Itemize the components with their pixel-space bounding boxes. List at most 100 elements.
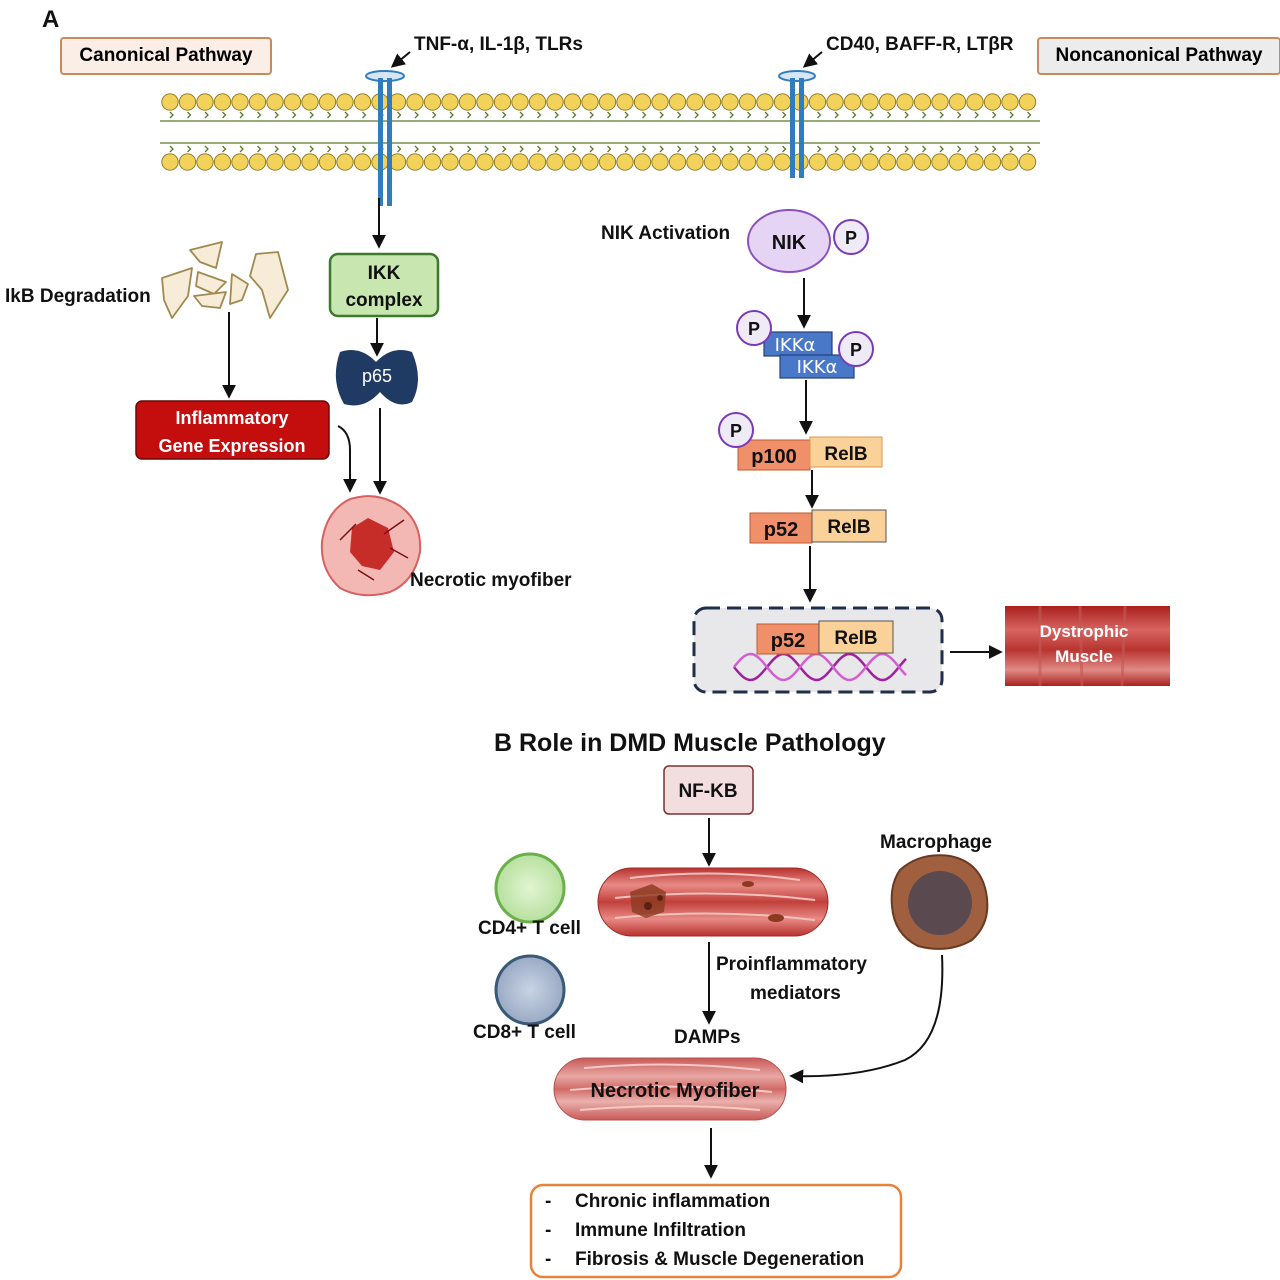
macrophage-label: Macrophage — [880, 832, 992, 853]
phosphate-circle-ikka-left — [736, 310, 772, 346]
lipid-head — [931, 153, 949, 171]
damps-label: DAMPs — [674, 1027, 741, 1048]
lipid-head — [441, 153, 459, 171]
p52-box — [749, 512, 813, 544]
lipid-head — [861, 153, 879, 171]
lipid-head — [633, 153, 652, 171]
inflammatory-line1: Inflammatory — [175, 408, 288, 428]
lipid-head — [178, 93, 197, 111]
lipid-head — [598, 153, 617, 171]
lipid-head — [353, 153, 372, 171]
lipid-head — [668, 93, 687, 111]
lipid-head — [616, 153, 634, 171]
lipid-head — [843, 93, 862, 111]
lipid-head — [318, 153, 337, 171]
lipid-head — [948, 93, 967, 111]
p65-protein-shape — [335, 349, 418, 406]
lipid-head — [231, 153, 249, 171]
lipid-head — [493, 93, 512, 111]
lipid-head — [1001, 93, 1019, 111]
noncanonical-receptor — [778, 70, 816, 178]
nfkb-box — [663, 765, 754, 815]
lipid-head — [476, 93, 494, 111]
lipid-head — [196, 93, 214, 111]
lipid-head — [581, 93, 599, 111]
ligand-arrow-canonical — [390, 51, 411, 68]
lipid-head — [913, 93, 932, 111]
lipid-head — [703, 93, 722, 111]
lipid-head — [248, 93, 267, 111]
noncanonical-receptors-label: CD40, BAFF-R, LTβR — [826, 34, 1014, 55]
lipid-head — [756, 153, 774, 171]
lipid-head — [493, 153, 512, 171]
lipid-head — [266, 93, 284, 111]
lipid-head — [1018, 93, 1037, 111]
myofiber-image — [597, 867, 829, 937]
lipid-head — [458, 93, 477, 111]
lipid-head — [686, 93, 704, 111]
phosphate-label-ikka-left: P — [748, 319, 760, 339]
panel-b-title: B Role in DMD Muscle Pathology — [494, 729, 886, 757]
phosphate-circle-nik — [833, 219, 869, 255]
p52-label-nucleus: p52 — [771, 630, 805, 652]
phosphate-circle-ikka-right — [838, 331, 874, 367]
relb-label-p52: RelB — [827, 517, 870, 538]
canonical-receptor — [365, 70, 405, 206]
relb-box-p100 — [809, 436, 883, 468]
lipid-head — [948, 153, 967, 171]
cd4-t-cell-icon — [494, 852, 566, 924]
ligand-arrow-noncanonical — [802, 51, 823, 68]
necrotic-myofiber-label: Necrotic myofiber — [410, 570, 572, 591]
ikk-complex-box — [328, 252, 440, 318]
lipid-head — [896, 153, 914, 171]
dna-helix-icon — [733, 652, 907, 682]
outcomes-box — [529, 1183, 903, 1279]
lipid-head — [896, 93, 914, 111]
cd4-t-cell-label: CD4+ T cell — [478, 918, 581, 939]
canonical-pathway-title: Canonical Pathway — [60, 37, 272, 75]
lipid-head — [353, 93, 372, 111]
lipid-head — [563, 153, 582, 171]
lipid-head — [738, 153, 757, 171]
ikb-fragments-icon — [161, 241, 289, 319]
inflammatory-line2: Gene Expression — [158, 436, 305, 456]
phosphate-label-nik: P — [845, 228, 857, 248]
lipid-head — [546, 153, 564, 171]
lipid-head — [966, 153, 984, 171]
lipid-head — [703, 153, 722, 171]
panel-a-label: A — [42, 6, 60, 33]
lipid-head — [318, 93, 337, 111]
lipid-head — [546, 93, 564, 111]
macrophage-icon — [890, 854, 989, 950]
lipid-head — [283, 93, 302, 111]
relb-box-nucleus — [818, 620, 894, 654]
arrow-gene-expression-to-myofiber — [337, 425, 357, 493]
lipid-head — [878, 153, 897, 171]
p52-box-nucleus — [756, 623, 820, 655]
lipid-head — [336, 153, 354, 171]
lipid-head — [616, 93, 634, 111]
ikk-complex-line1: IKK — [368, 263, 401, 284]
lipid-head — [406, 153, 424, 171]
lipid-head — [931, 93, 949, 111]
dystrophic-muscle-image — [1005, 606, 1170, 686]
lipid-head — [826, 153, 844, 171]
phosphate-circle-p100 — [718, 412, 754, 448]
lipid-head — [861, 93, 879, 111]
relb-box-p52 — [811, 509, 887, 543]
lipid-head — [843, 153, 862, 171]
nik-label: NIK — [772, 232, 807, 254]
lipid-head — [756, 93, 774, 111]
lipid-head — [161, 153, 179, 171]
lipid-head — [721, 153, 739, 171]
lipid-head — [178, 153, 197, 171]
lipid-head — [563, 93, 582, 111]
cd8-t-cell-icon — [494, 954, 566, 1026]
cd8-t-cell-label: CD8+ T cell — [473, 1022, 576, 1043]
lipid-head — [808, 153, 827, 171]
canonical-receptors-label: TNF-α, IL-1β, TLRs — [414, 34, 583, 55]
lipid-head — [511, 93, 529, 111]
lipid-head — [1001, 153, 1019, 171]
outcome-item: -Immune Infiltration — [545, 1220, 746, 1241]
